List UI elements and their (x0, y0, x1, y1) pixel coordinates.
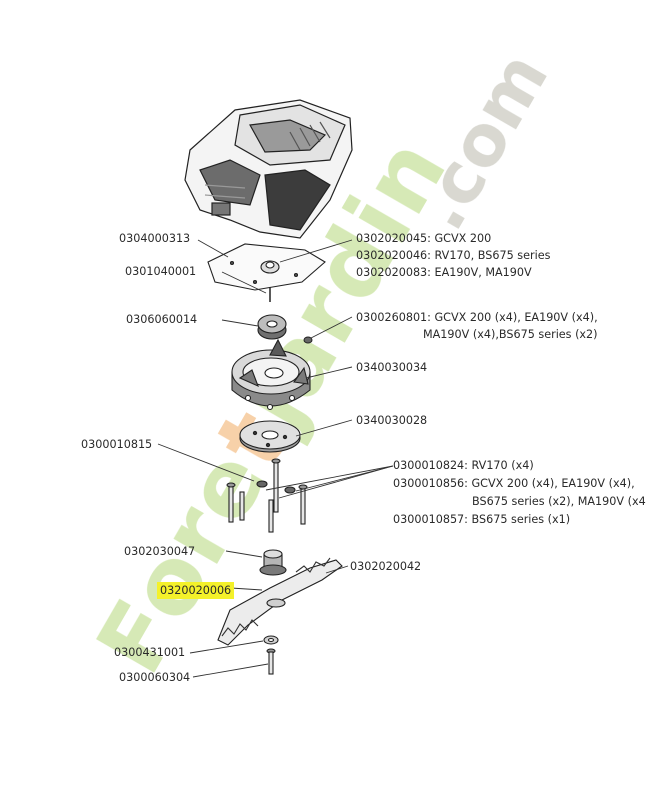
bushing-part (257, 314, 287, 340)
washer-part (263, 635, 279, 645)
part-label-0300010856-cont: BS675 series (x2), MA190V (x4 (472, 495, 646, 508)
part-label-0300431001: 0300431001 (114, 646, 186, 659)
part-label-0320020006-highlighted: 0320020006 (157, 582, 235, 599)
watermark-text-suffix: .com (399, 39, 565, 244)
top-plate (207, 243, 326, 291)
bolts (226, 458, 308, 533)
engine-illustration (184, 99, 353, 239)
leader-lines (157, 239, 394, 678)
part-label-0300010815: 0300010815 (81, 438, 153, 451)
adapter-disk (239, 420, 301, 453)
part-label-0300010856: 0300010856: GCVX 200 (x4), EA190V (x4), (393, 477, 635, 490)
part-label-0300060304: 0300060304 (119, 671, 191, 684)
part-label-0300260801-cont: MA190V (x4),BS675 series (x2) (423, 328, 598, 341)
part-label-0304000313: 0304000313 (119, 232, 191, 245)
blade-hub (231, 338, 311, 411)
spacer-part (259, 549, 287, 576)
cutting-blade (217, 557, 343, 646)
nut-part (303, 336, 313, 344)
part-label-0301040001: 0301040001 (125, 265, 197, 278)
part-label-0306060014: 0306060014 (126, 313, 198, 326)
part-label-0302020042: 0302020042 (350, 560, 422, 573)
part-label-0300010824: 0300010824: RV170 (x4) (393, 459, 534, 472)
part-label-0302020045: 0302020045: GCVX 200 (356, 232, 492, 245)
part-label-0340030034: 0340030034 (356, 361, 428, 374)
part-label-0302020046: 0302020046: RV170, BS675 series (356, 249, 551, 262)
part-label-0302020083: 0302020083: EA190V, MA190V (356, 266, 532, 279)
center-bolt (266, 648, 276, 675)
part-label-0300260801: 0300260801: GCVX 200 (x4), EA190V (x4), (356, 311, 598, 324)
part-label-0302030047: 0302030047 (124, 545, 196, 558)
part-label-0340030028: 0340030028 (356, 414, 428, 427)
part-label-0300010857: 0300010857: BS675 series (x1) (393, 513, 571, 526)
